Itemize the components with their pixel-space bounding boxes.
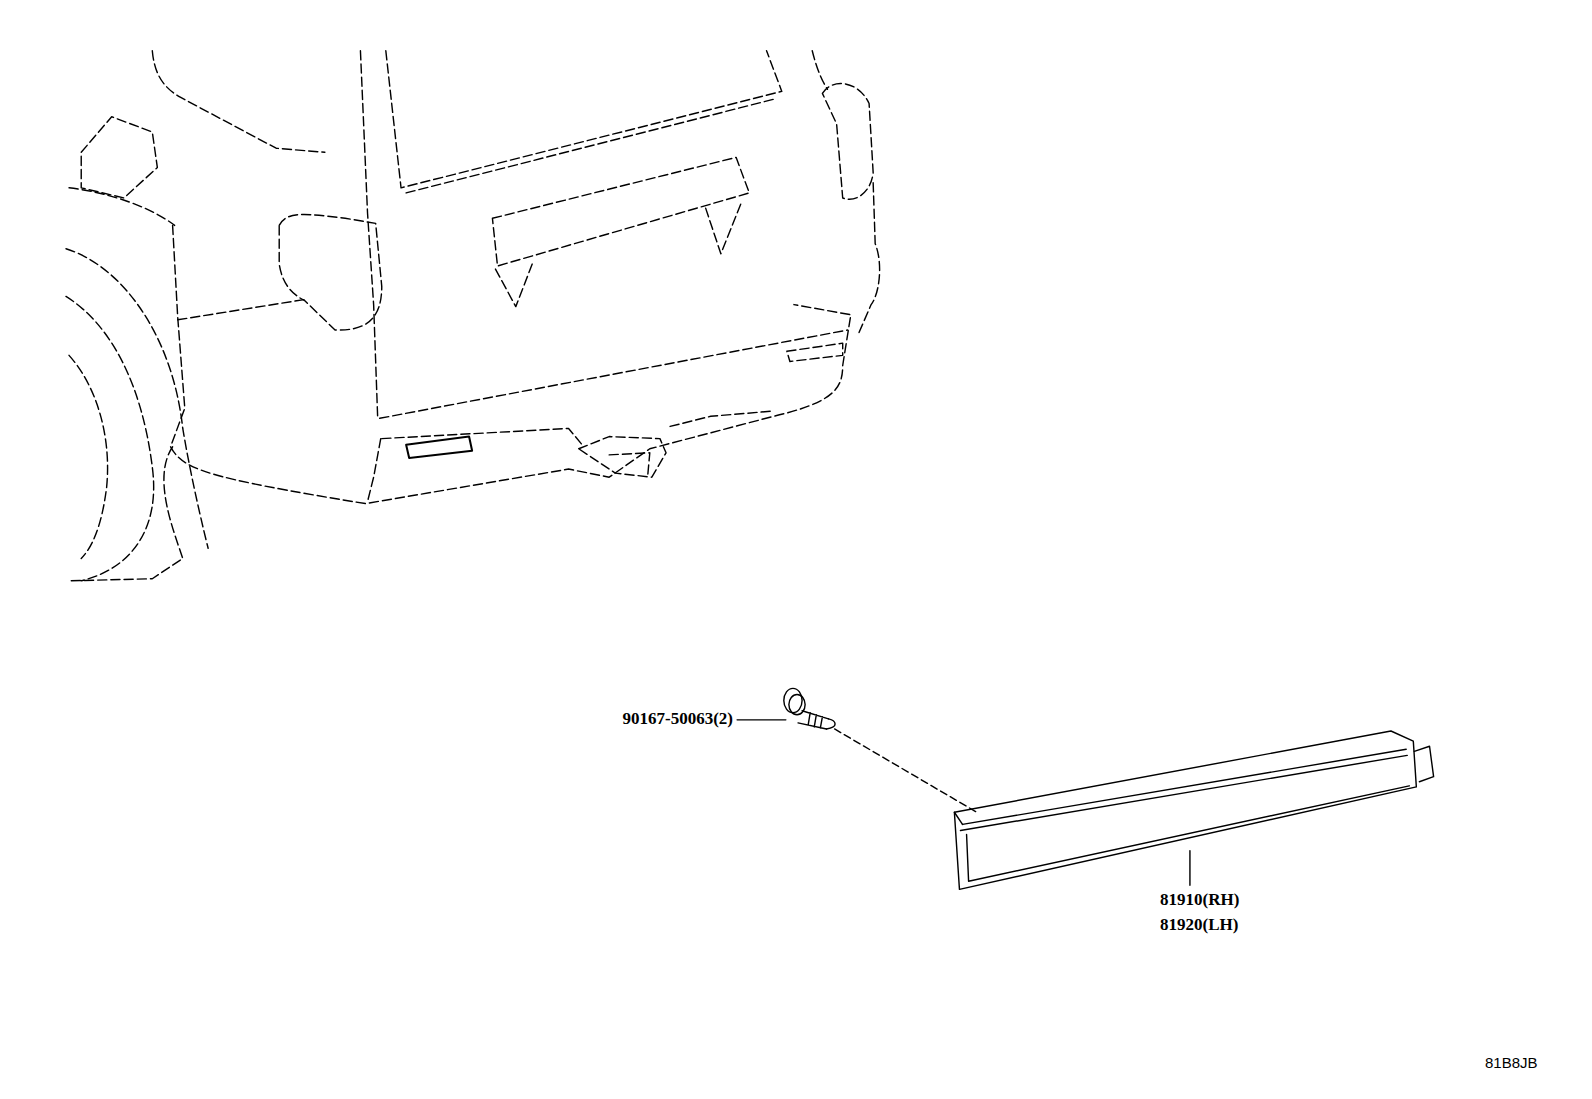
part-number: 81910(RH) [1160, 890, 1239, 910]
install-line [835, 729, 977, 812]
reflector-location [406, 437, 472, 458]
leader-line [737, 719, 786, 720]
part-number: 81920(LH) [1160, 915, 1238, 935]
part-number: 90167-50063(2) [623, 709, 733, 729]
reflector-part [954, 731, 1433, 889]
illustration-code: 81B8JB [1485, 1054, 1538, 1072]
leader-line [1189, 851, 1190, 886]
vehicle-outline [66, 51, 880, 581]
bolt-symbol [784, 688, 835, 729]
